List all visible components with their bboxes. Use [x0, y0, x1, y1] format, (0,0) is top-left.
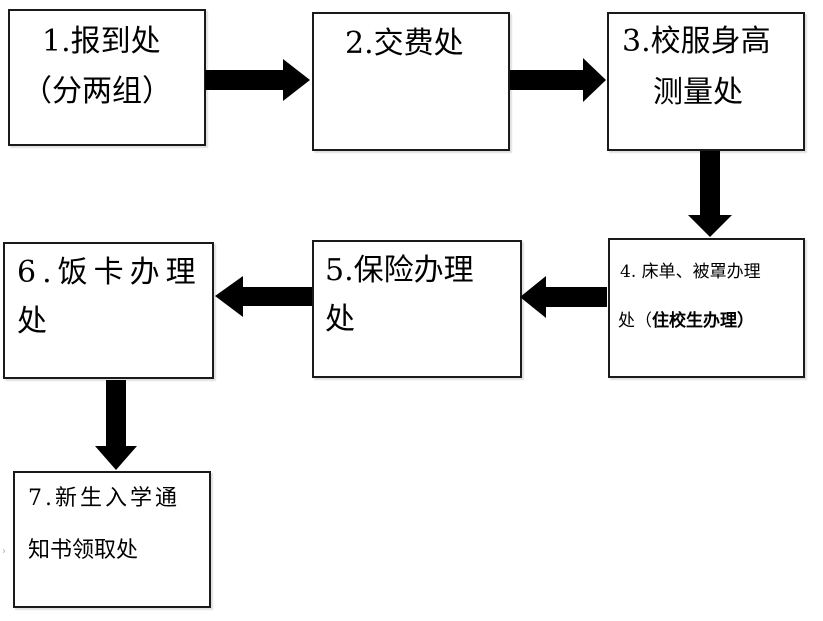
- step-6-title: 6.饭卡办理: [17, 255, 202, 290]
- step-7-subtitle: 知书领取处: [28, 538, 139, 563]
- edge-mark: ›: [2, 546, 6, 557]
- arrow-6-to-7: [95, 380, 137, 470]
- step-7-box: [13, 471, 211, 608]
- step-2-box: [312, 12, 510, 151]
- step-1-title: 1.报到处: [42, 24, 161, 59]
- step-4-title: 4. 床单、被罩办理: [620, 262, 761, 282]
- step-1-box: [8, 9, 206, 146]
- arrow-5-to-6: [215, 276, 312, 317]
- step-2-title: 2.交费处: [345, 26, 464, 61]
- step-5-box: [312, 240, 522, 378]
- step-6-box: [3, 242, 214, 379]
- step-4-subtitle-prefix: 处（: [618, 311, 652, 331]
- arrow-1-to-2: [205, 59, 310, 101]
- step-4-subtitle-bold: 住校生办理）: [652, 311, 754, 331]
- step-5-subtitle: 处: [325, 302, 355, 337]
- arrow-3-to-4: [688, 151, 732, 237]
- step-5-title: 5.保险办理: [325, 253, 474, 288]
- step-3-box: [607, 12, 805, 151]
- arrow-2-to-3: [510, 58, 606, 102]
- step-4-subtitle: 处（住校生办理）: [618, 313, 754, 330]
- step-1-subtitle: （分两组）: [22, 74, 172, 109]
- step-7-title: 7.新生入学通: [28, 486, 180, 511]
- step-6-subtitle: 处: [17, 304, 47, 339]
- step-3-title: 3.校服身高: [622, 24, 771, 59]
- step-4-box: [608, 238, 805, 378]
- arrow-4-to-5: [520, 276, 607, 318]
- step-3-subtitle: 测量处: [653, 75, 743, 110]
